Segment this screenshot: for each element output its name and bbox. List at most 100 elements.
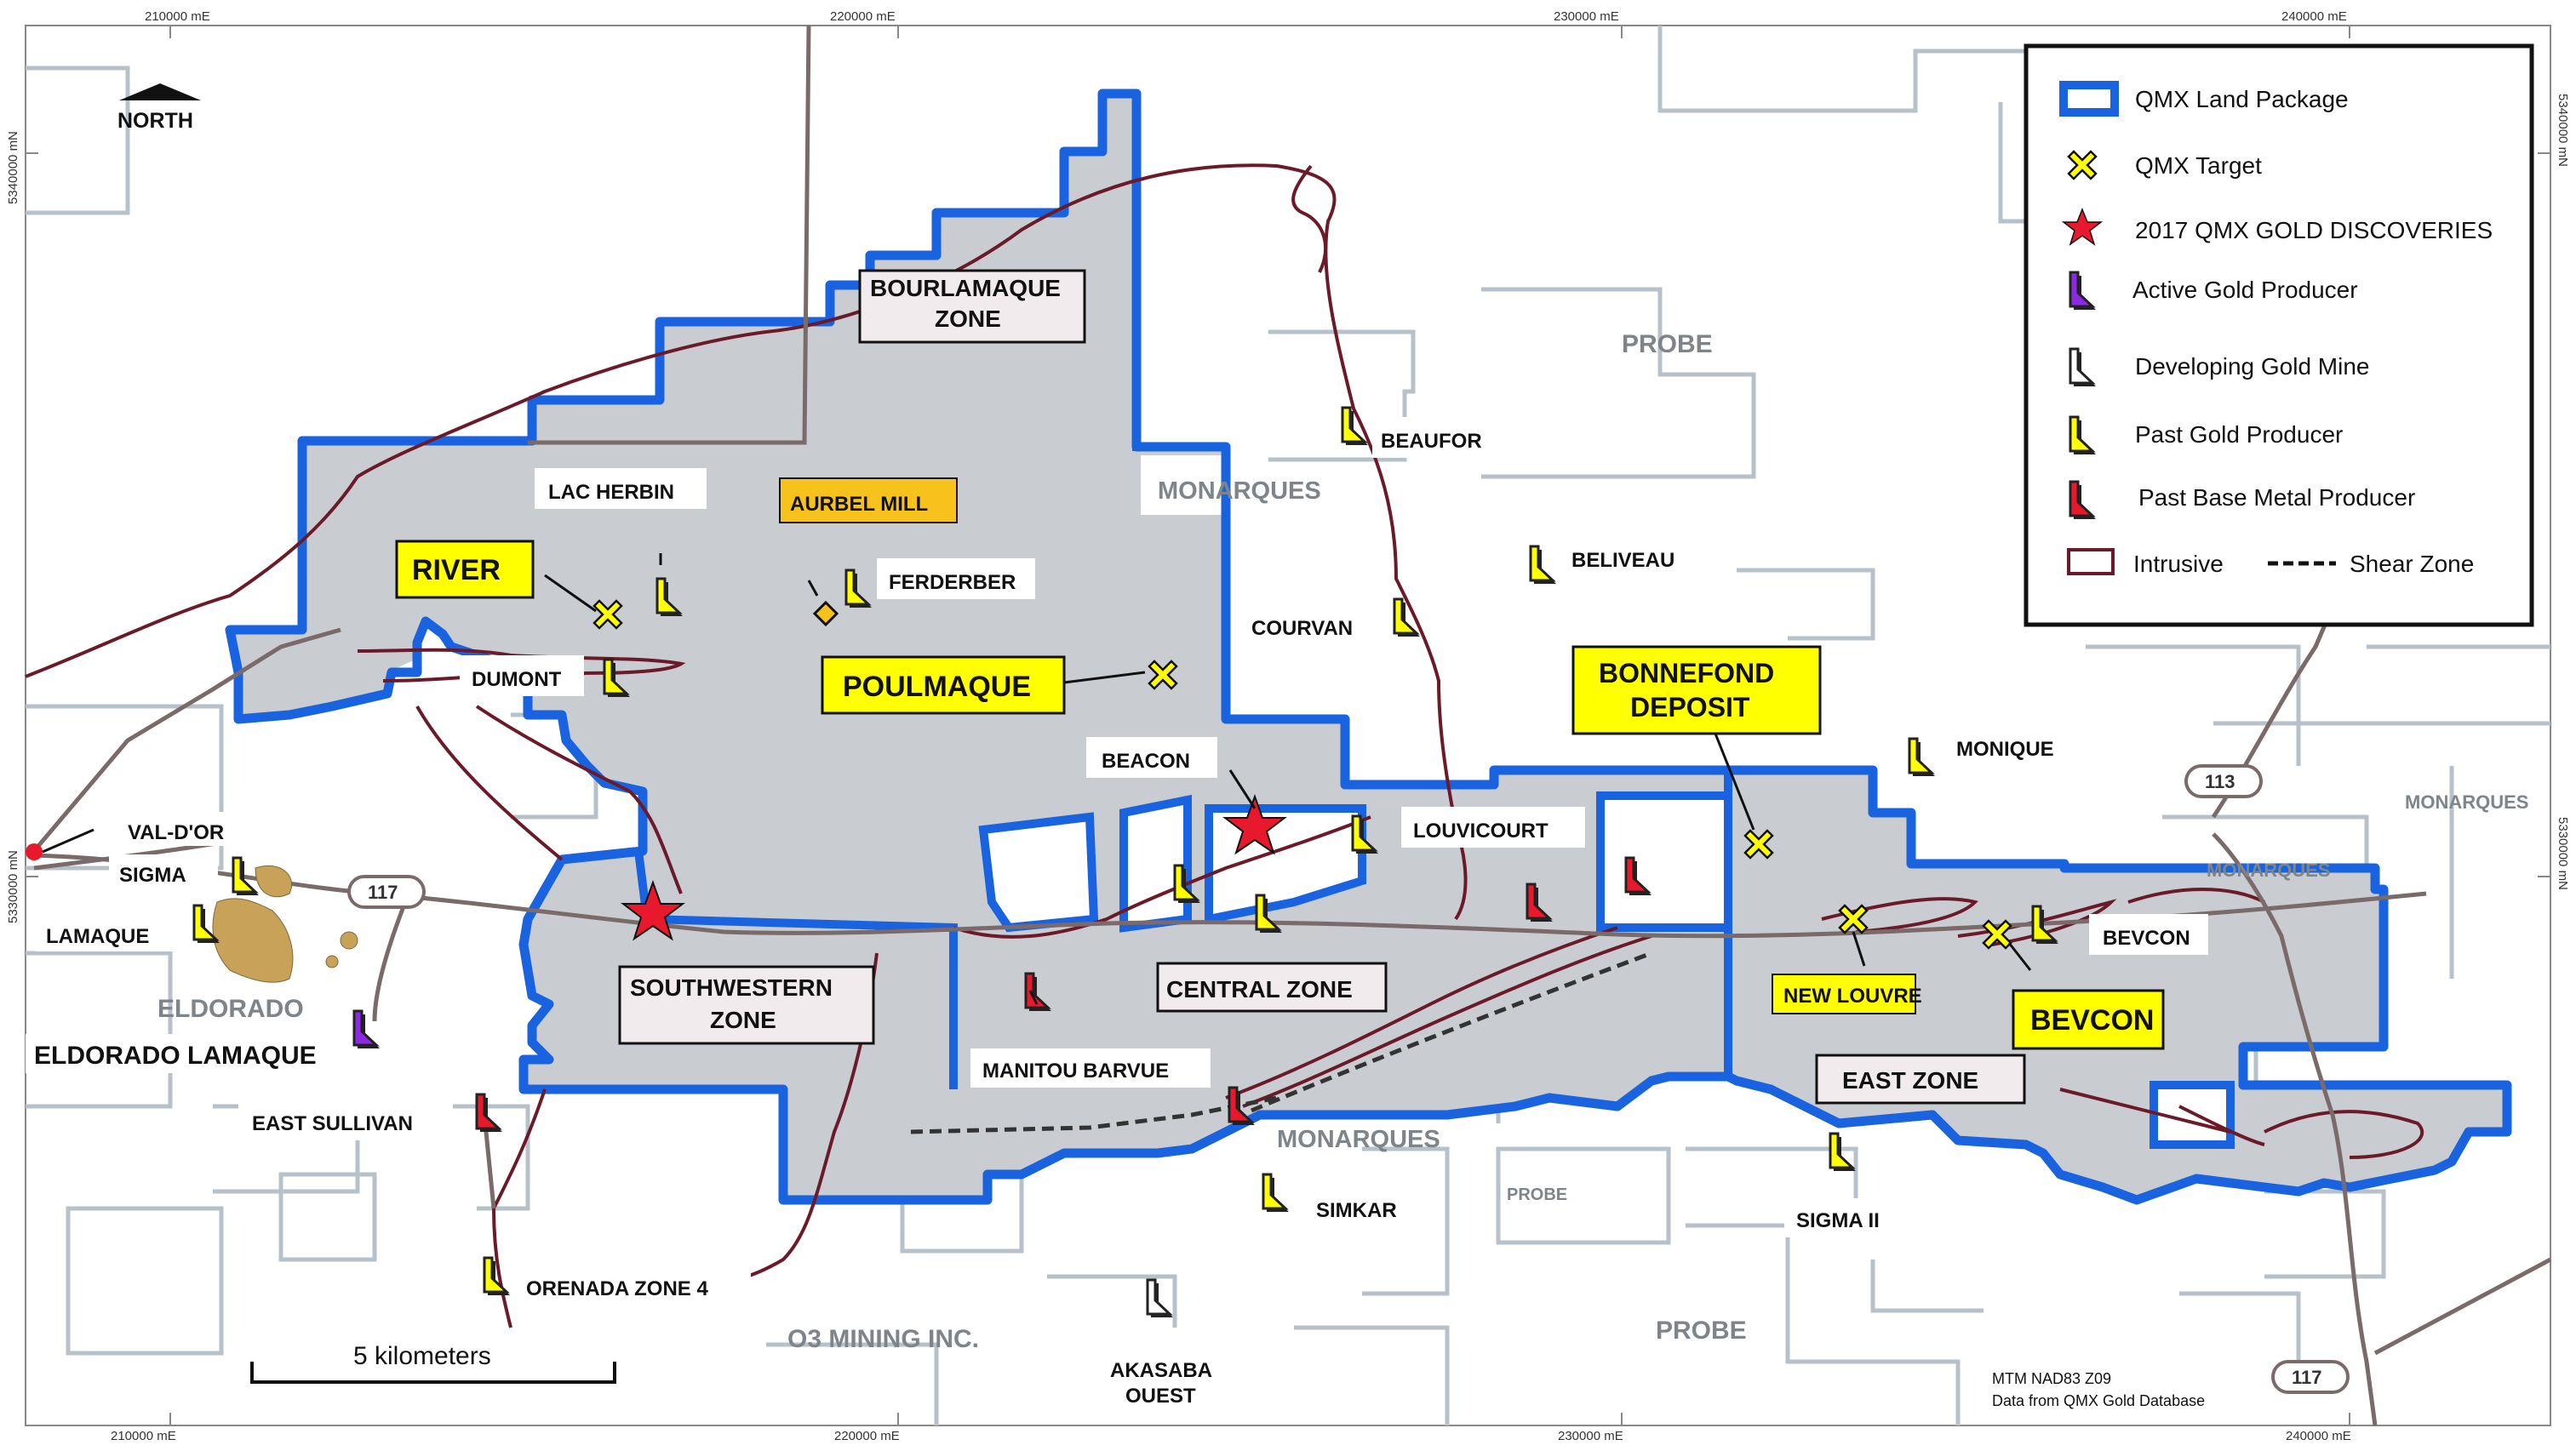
svg-text:BEACON: BEACON [1102, 750, 1190, 773]
north-arrow-icon [119, 83, 201, 100]
courvan-label: COURVAN [1243, 604, 1379, 645]
svg-text:CENTRAL ZONE: CENTRAL ZONE [1166, 976, 1353, 1003]
scale-bar: 5 kilometers [250, 1342, 616, 1384]
svg-text:Data from QMX Gold Database: Data from QMX Gold Database [1992, 1392, 2205, 1409]
aurbel-mill-icon [812, 600, 839, 627]
svg-text:BOURLAMAQUE: BOURLAMAQUE [870, 275, 1061, 301]
svg-text:SIGMA II: SIGMA II [1796, 1209, 1880, 1232]
target-x-icon [1838, 904, 1869, 934]
svg-text:BONNEFOND: BONNEFOND [1599, 658, 1774, 688]
river-target-label: RIVER [395, 540, 535, 599]
legend-label: Intrusive [2133, 551, 2224, 577]
sigma-ii-label: SIGMA II [1784, 1198, 1915, 1237]
target-x-icon [1982, 919, 2012, 950]
monarques-label: MONARQUES [2405, 791, 2528, 813]
svg-text:AKASABA: AKASABA [1110, 1359, 1212, 1382]
svg-text:RIVER: RIVER [412, 554, 501, 586]
lamaque-label: LAMAQUE [36, 916, 177, 951]
grid-left-label: 5340000 mN [6, 131, 20, 204]
grid-left-label: 5330000 mN [6, 850, 20, 923]
eldorado-tailings [212, 865, 358, 983]
north-arrow: NORTH [117, 83, 201, 133]
val-dor-point [26, 843, 43, 860]
louvicourt-label: LOUVICOURT [1401, 807, 1585, 848]
svg-text:MTM NAD83 Z09: MTM NAD83 Z09 [1992, 1370, 2111, 1387]
monarques-label: MONARQUES [1158, 477, 1321, 505]
probe-label: PROBE [1507, 1185, 1567, 1204]
svg-text:COURVAN: COURVAN [1251, 617, 1353, 640]
east-zone-label: EAST ZONE [1815, 1054, 2026, 1105]
grid-right-label: 5340000 mN [2556, 94, 2570, 167]
road-shields: 117 113 117 [347, 764, 2350, 1394]
road-shield-117: 117 [347, 875, 426, 909]
svg-text:113: 113 [2205, 771, 2235, 792]
legend-label: QMX Target [2135, 152, 2262, 179]
target-x-icon [592, 599, 623, 630]
poulmaque-target-label: POULMAQUE [821, 655, 1066, 715]
svg-text:BELIVEAU: BELIVEAU [1571, 549, 1674, 572]
svg-text:DUMONT: DUMONT [472, 668, 562, 691]
legend-intrusive-icon [2067, 548, 2115, 575]
legend-label: Developing Gold Mine [2135, 353, 2370, 380]
grid-top-label: 220000 mE [830, 9, 896, 24]
svg-text:ELDORADO LAMAQUE: ELDORADO LAMAQUE [34, 1042, 317, 1070]
new-louvre-target-label: NEW LOUVRE [1772, 974, 1922, 1014]
grid-bottom-label: 220000 mE [834, 1429, 900, 1443]
svg-text:LOUVICOURT: LOUVICOURT [1413, 820, 1548, 843]
svg-text:SOUTHWESTERN: SOUTHWESTERN [630, 974, 833, 1001]
mine-symbols [192, 406, 2060, 1319]
svg-text:LAC HERBIN: LAC HERBIN [548, 481, 674, 504]
north-label: NORTH [117, 109, 193, 133]
svg-text:AURBEL MILL: AURBEL MILL [790, 493, 928, 516]
grid-bottom-label: 230000 mE [1558, 1429, 1623, 1443]
legend: QMX Land Package QMX Target 2017 QMX GOL… [2024, 43, 2534, 627]
central-zone-label: CENTRAL ZONE [1156, 962, 1388, 1013]
legend-discovery-star-icon [2061, 207, 2104, 246]
grid-ticks [26, 26, 2550, 1425]
monarques-label: MONARQUES [1277, 1126, 1440, 1153]
beaufor-label: BEAUFOR [1372, 417, 1503, 458]
grid-top-label: 240000 mE [2281, 9, 2347, 24]
svg-text:SIGMA: SIGMA [119, 864, 186, 887]
beacon-label: BEACON [1086, 737, 1217, 778]
grid-right-label: 5330000 mN [2556, 817, 2570, 890]
legend-label: Past Gold Producer [2135, 421, 2343, 448]
svg-text:BEVCON: BEVCON [2030, 1004, 2154, 1037]
eldorado-lamaque-label: ELDORADO LAMAQUE [26, 1034, 347, 1073]
svg-text:LAMAQUE: LAMAQUE [46, 925, 149, 948]
dumont-label: DUMONT [460, 655, 584, 696]
monarques-label: MONARQUES [2207, 860, 2330, 881]
aurbel-mill-label: AURBEL MILL [779, 477, 958, 523]
ferderber-label: FERDERBER [877, 558, 1035, 599]
credits: MTM NAD83 Z09 Data from QMX Gold Databas… [1992, 1370, 2205, 1409]
legend-label: Active Gold Producer [2132, 277, 2358, 303]
svg-text:SIMKAR: SIMKAR [1316, 1199, 1397, 1222]
discovery-star-icon [621, 880, 685, 941]
val-dor-label: VAL-D'OR [117, 812, 260, 846]
simkar-label: SIMKAR [1299, 1188, 1420, 1227]
road-shield-117: 117 [2271, 1360, 2350, 1394]
target-x-icon [1743, 829, 1774, 860]
bevcon-target-label: BEVCON [2012, 989, 2165, 1050]
leader-lines [544, 553, 2032, 1005]
legend-label: Past Base Metal Producer [2138, 484, 2415, 511]
legend-label: Shear Zone [2350, 551, 2474, 577]
scale-bar-label: 5 kilometers [353, 1342, 491, 1370]
svg-text:EAST SULLIVAN: EAST SULLIVAN [252, 1112, 413, 1135]
orenada-zone-4-label: ORENADA ZONE 4 [512, 1266, 751, 1305]
svg-text:BEVCON: BEVCON [2103, 927, 2190, 950]
manitou-barvue-label: MANITOU BARVUE [970, 1048, 1211, 1088]
eldorado-label: ELDORADO [157, 995, 304, 1023]
grid-bottom-label: 210000 mE [111, 1429, 176, 1443]
svg-text:FERDERBER: FERDERBER [889, 571, 1016, 594]
sigma-label: SIGMA [109, 854, 218, 890]
grid-top-label: 230000 mE [1554, 9, 1619, 24]
legend-label: QMX Land Package [2135, 86, 2349, 112]
svg-text:MONIQUE: MONIQUE [1956, 738, 2054, 761]
svg-text:BEAUFOR: BEAUFOR [1381, 430, 1482, 453]
southwestern-zone-label: SOUTHWESTERN ZONE [618, 965, 875, 1045]
svg-text:ZONE: ZONE [710, 1007, 776, 1033]
